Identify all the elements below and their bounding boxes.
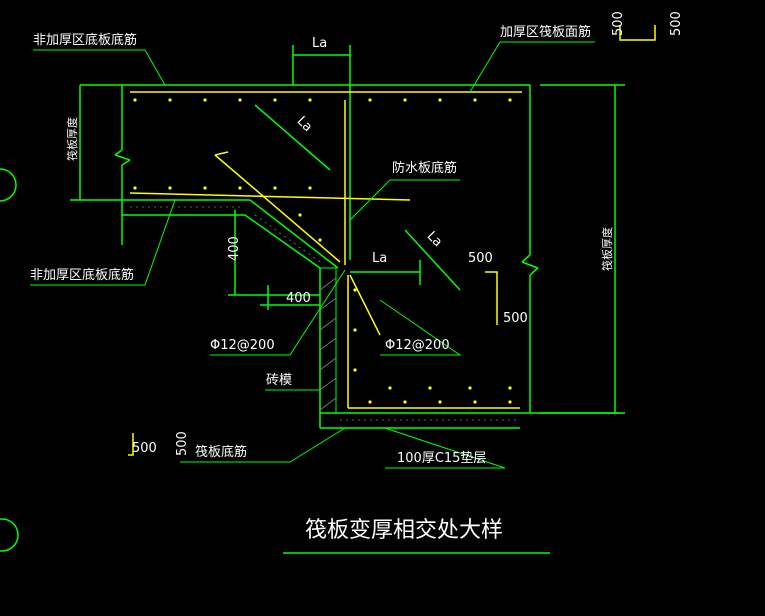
label-la-diag1: La [294, 114, 315, 135]
label-scale-bottom: 500 [132, 441, 157, 456]
label-la-diag2: La [424, 229, 445, 250]
label-la-mid: La [372, 251, 387, 266]
drawing-title: 筏板变厚相交处大样 [305, 518, 503, 543]
label-rebar-right: Φ12@200 [385, 338, 450, 353]
rebar-lines [128, 25, 656, 456]
label-rebar-left: Φ12@200 [210, 338, 275, 353]
label-scale-top2: 500 [669, 11, 684, 36]
label-scale-top: 500 [611, 11, 626, 36]
label-scale-bottom2: 500 [175, 431, 190, 456]
label-la-top: La [312, 36, 327, 51]
label-non-thick-bottom: 非加厚区底板底筋 [30, 267, 134, 283]
label-400-vertical: 400 [227, 236, 242, 261]
label-non-thick-top: 非加厚区底板底筋 [33, 32, 137, 48]
label-500-mid2: 500 [503, 311, 528, 326]
label-400-horizontal: 400 [286, 291, 311, 306]
label-cushion: 100厚C15垫层 [397, 450, 486, 466]
brick-mold-hatch [319, 267, 337, 414]
label-brick-mold: 砖模 [266, 373, 292, 388]
label-slab-thickness-left: 筏板厚度 [65, 117, 79, 161]
label-thick-top: 加厚区筏板面筋 [500, 24, 591, 40]
left-marker-circle-bottom [0, 518, 19, 552]
cushion-hatch [130, 206, 520, 421]
label-raft-bottom: 筏板底筋 [195, 444, 247, 460]
left-marker-circle-top [0, 168, 17, 202]
concrete-outline [70, 45, 625, 554]
leader-lines [30, 41, 595, 469]
rebar-dots [133, 98, 512, 404]
label-slab-thickness-right: 筏板厚度 [600, 227, 614, 271]
label-waterproof: 防水板底筋 [392, 160, 457, 176]
label-500-mid: 500 [468, 251, 493, 266]
